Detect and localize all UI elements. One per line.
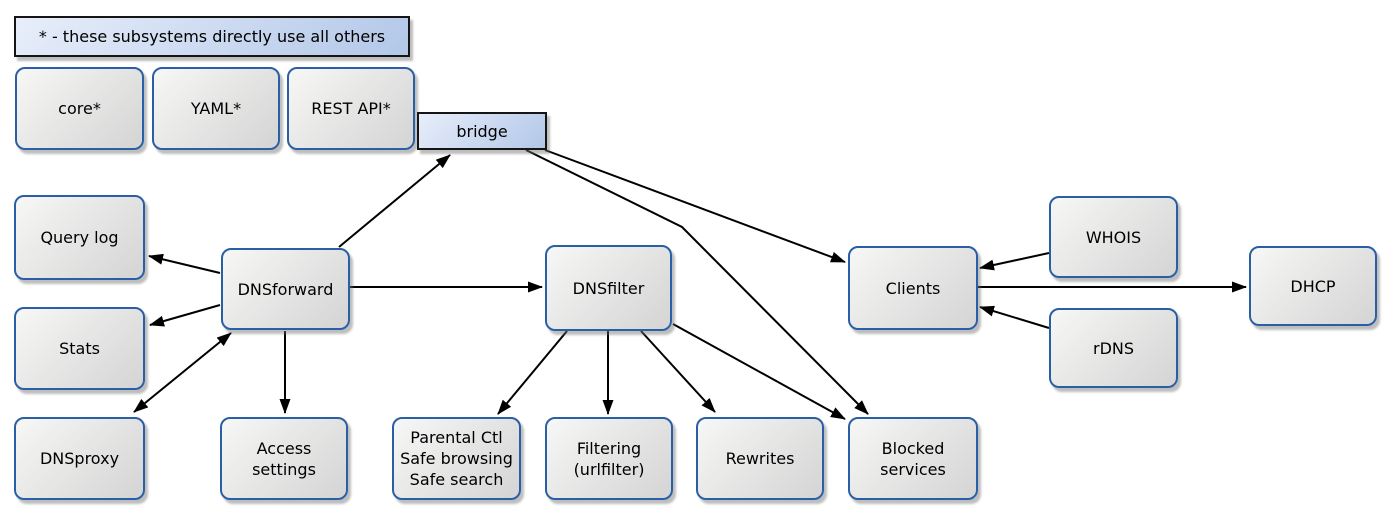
node-label: DNSforward: [237, 279, 334, 299]
edge-dnsforward-bridge: [338, 154, 451, 248]
node-label: services: [880, 459, 946, 479]
node-label: rDNS: [1092, 338, 1135, 358]
edge-dnsfilter-parental: [497, 330, 568, 415]
edge-rdns-clients: [979, 305, 1050, 329]
node-clients: Clients: [848, 246, 978, 330]
node-stats: Stats: [14, 307, 145, 390]
node-label: DNSproxy: [39, 449, 120, 468]
edge-dnsfilter-rewrites: [640, 330, 716, 413]
node-label: Filtering: [576, 438, 642, 458]
node-label: Parental Ctl: [410, 428, 503, 447]
node-label: DHCP: [1290, 276, 1336, 296]
edge-dnsforward-stats: [149, 304, 221, 327]
node-yaml: YAML*: [152, 67, 280, 150]
node-label: DNSfilter: [572, 278, 645, 298]
node-label: Clients: [885, 278, 941, 298]
node-rdns: rDNS: [1049, 308, 1178, 388]
edge-bridge-blocked: [525, 149, 869, 415]
node-query-log: Query log: [14, 195, 145, 280]
node-rest-api: REST API*: [287, 67, 415, 150]
node-dnsfilter: DNSfilter: [545, 245, 672, 331]
node-label: REST API*: [311, 99, 391, 118]
edge-dnsforward-dnsproxy: [133, 332, 232, 413]
node-whois: WHOIS: [1049, 196, 1178, 278]
edge-dnsforward-querylog: [148, 253, 221, 274]
node-label: Stats: [59, 339, 100, 358]
node-label: YAML*: [190, 99, 242, 118]
node-label: Safe search: [409, 470, 504, 489]
node-label: bridge: [456, 121, 508, 141]
node-label: * - these subsystems directly use all ot…: [38, 27, 386, 46]
node-label: (urlfilter): [573, 459, 645, 479]
node-bridge: bridge: [417, 112, 547, 150]
node-label: Access: [256, 438, 312, 458]
edge-bridge-clients: [544, 149, 846, 263]
edge-dnsfilter-blocked: [672, 323, 846, 420]
node-label: core*: [58, 99, 101, 118]
node-label: Query log: [40, 228, 119, 247]
node-label: Safe browsing: [400, 449, 513, 468]
node-legend: * - these subsystems directly use all ot…: [14, 16, 410, 57]
node-dnsforward: DNSforward: [221, 248, 350, 330]
node-filtering: Filtering(urlfilter): [545, 417, 673, 500]
node-rewrites: Rewrites: [696, 417, 824, 500]
node-label: Rewrites: [725, 449, 795, 468]
node-label: Blocked: [881, 438, 945, 458]
node-dhcp: DHCP: [1249, 246, 1377, 326]
edge-whois-clients: [979, 252, 1050, 271]
node-dnsproxy: DNSproxy: [14, 417, 145, 500]
node-label: settings: [252, 459, 316, 479]
node-core: core*: [15, 67, 144, 150]
node-label: WHOIS: [1085, 227, 1142, 247]
